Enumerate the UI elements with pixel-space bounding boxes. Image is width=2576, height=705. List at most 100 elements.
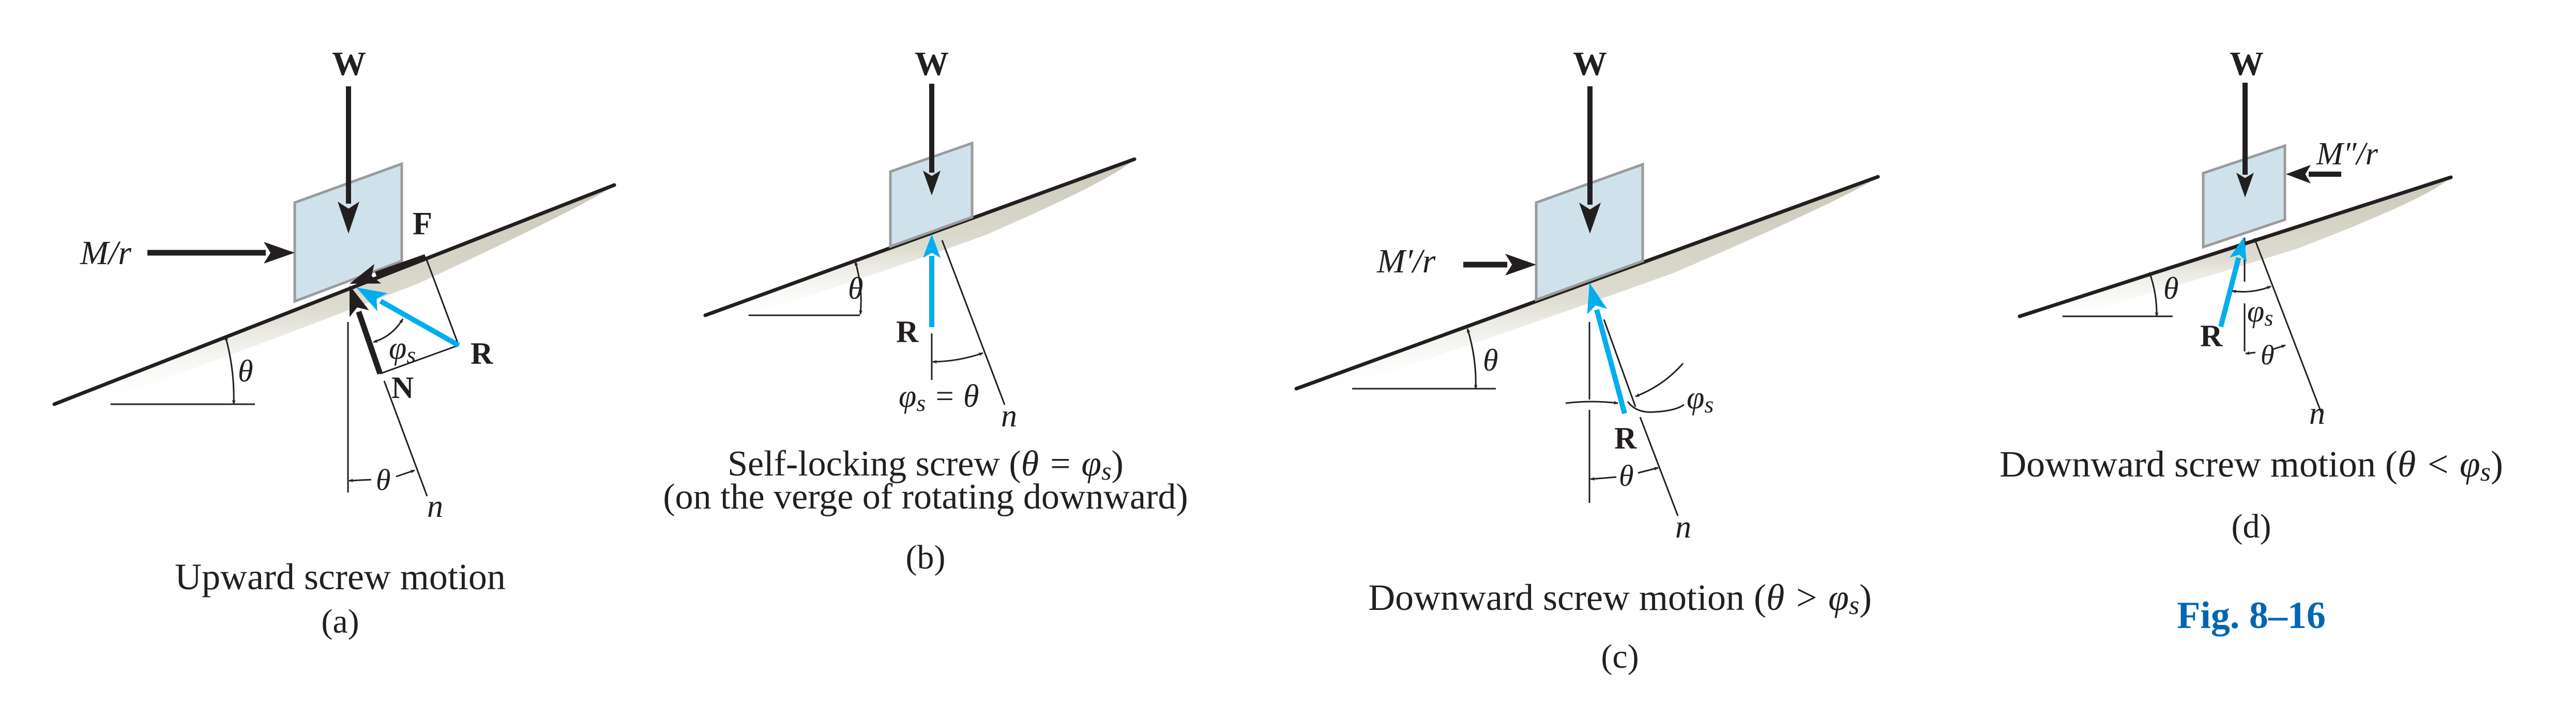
phi-leader-curve-c	[1627, 401, 1685, 413]
friction-arrow-a-shaft	[375, 254, 427, 278]
panel-d-downward-theta-less	[2018, 83, 2453, 414]
theta-incline-arc-b	[854, 261, 863, 315]
resultant-label-b: R	[896, 315, 919, 349]
block-b	[889, 141, 974, 249]
construction-line-r-n-a	[380, 344, 459, 375]
normal-label-a: N	[391, 371, 414, 405]
normal-axis-label-a: n	[427, 489, 443, 524]
theta-incline-label-c: θ	[1483, 343, 1498, 377]
block-d	[2202, 144, 2286, 249]
applied-force-arrow-a	[147, 242, 295, 264]
normal-arrow-a-shaft	[356, 311, 383, 375]
incline-c-surface-line	[1294, 175, 1880, 391]
weight-arrow-d	[2236, 83, 2254, 197]
resultant-arrow-d	[2218, 237, 2247, 328]
incline-c-shade	[1296, 177, 1878, 397]
incline-a-shade	[54, 185, 614, 412]
normal-axis-a	[383, 380, 428, 497]
normal-arrow-a-head	[350, 285, 369, 317]
tag-c: (c)	[1601, 638, 1639, 676]
applied-force-label-c: M′/r	[1376, 242, 1436, 280]
resultant-label-a: R	[471, 336, 493, 371]
resultant-arrow-a	[356, 287, 460, 348]
weight-arrow-a	[338, 86, 359, 234]
theta-incline-label-b: θ	[848, 271, 863, 305]
theta-incline-label-a: θ	[238, 354, 253, 388]
incline-a-surface-line	[52, 183, 616, 406]
caption-a: Upward screw motion	[175, 556, 506, 597]
weight-arrow-a-head	[338, 202, 359, 234]
applied-force-label-a: M/r	[80, 234, 131, 272]
resultant-label-d: R	[2200, 319, 2223, 353]
resultant-arrow-d-head	[2230, 237, 2247, 262]
resultant-arrow-a-shaft	[379, 299, 460, 348]
normal-axis-d	[2253, 238, 2323, 414]
weight-arrow-d-head	[2236, 173, 2254, 197]
weight-arrow-c	[1579, 86, 1601, 234]
caption-c: Downward screw motion (θ > φs)	[1368, 577, 1872, 620]
theta-normal-arrow-right-d	[2272, 344, 2286, 350]
applied-force-arrow-a-head	[264, 242, 295, 264]
panel-b-self-locking	[703, 84, 1137, 405]
phi-arc-d	[2232, 285, 2271, 294]
phi-arrow-to-resultant-c	[1565, 401, 1618, 405]
phi-equals-theta-label-b: φs = θ	[899, 379, 979, 416]
resultant-arrow-c-head	[1587, 283, 1608, 315]
caption-b-line1: Self-locking screw (θ = φs)	[728, 444, 1124, 485]
theta-normal-label-a: θ	[376, 463, 391, 497]
normal-arrow-a	[350, 285, 383, 375]
normal-axis-lower-c	[1639, 417, 1679, 516]
normal-axis-b	[941, 240, 1006, 405]
resultant-arrow-b-head	[923, 234, 941, 258]
construction-line-f-r-a	[425, 256, 460, 346]
phi-arrow-to-normal-c	[1635, 363, 1684, 397]
panel-c-downward-theta-greater	[1294, 86, 1880, 516]
applied-force-arrow-d	[2286, 165, 2341, 183]
applied-force-label-d: M″/r	[2316, 136, 2378, 172]
theta-normal-arrow-right-a	[396, 469, 415, 478]
applied-force-arrow-c-head	[1505, 254, 1536, 275]
applied-force-arrow-d-head	[2286, 165, 2311, 183]
caption-b-line2: (on the verge of rotating downward)	[663, 477, 1188, 517]
resultant-arrow-a-head	[356, 287, 388, 311]
caption-d: Downward screw motion (θ < φs)	[1999, 443, 2503, 487]
weight-label-b: W	[915, 45, 949, 83]
phi-equals-theta-arc-b	[932, 352, 983, 364]
weight-label-a: W	[332, 45, 366, 83]
theta-incline-label-d: θ	[2163, 271, 2178, 305]
theta-normal-arrow-left-c	[1590, 476, 1617, 481]
friction-label-a: F	[413, 206, 432, 241]
incline-d-surface-line	[2018, 175, 2453, 318]
theta-normal-label-d: θ	[2261, 340, 2275, 371]
theta-normal-arrow-left-d	[2245, 351, 2256, 355]
normal-axis-label-b: n	[1001, 399, 1017, 434]
tag-d: (d)	[2232, 508, 2271, 545]
resultant-label-c: R	[1614, 421, 1637, 455]
phi-arc-a	[373, 318, 404, 343]
tag-b: (b)	[906, 539, 946, 576]
theta-normal-arrow-right-c	[1638, 467, 1659, 474]
theta-incline-arc-d	[2148, 272, 2159, 317]
resultant-arrow-d-shaft	[2218, 257, 2241, 328]
figure-number-label: Fig. 8–16	[2177, 594, 2326, 637]
normal-axis-label-c: n	[1675, 510, 1691, 545]
weight-arrow-b	[923, 84, 941, 195]
applied-force-arrow-c	[1463, 254, 1536, 275]
theta-normal-arrow-left-a	[348, 479, 372, 483]
normal-axis-label-d: n	[2309, 396, 2325, 431]
normal-axis-upper-c	[1603, 319, 1636, 407]
phi-label-d: φs	[2247, 294, 2273, 331]
theta-incline-arc-a	[224, 336, 236, 405]
phi-label-c: φs	[1687, 380, 1714, 418]
panel-a-upward-motion	[52, 86, 616, 497]
friction-arrow-a	[350, 254, 427, 284]
resultant-arrow-c	[1587, 283, 1627, 415]
incline-b-shade	[705, 159, 1134, 324]
theta-normal-label-c: θ	[1619, 459, 1634, 493]
weight-label-c: W	[1573, 45, 1607, 83]
tag-a: (a)	[321, 603, 359, 640]
resultant-arrow-b	[923, 234, 941, 327]
resultant-arrow-c-shaft	[1594, 309, 1627, 415]
theta-incline-arc-c	[1466, 328, 1478, 389]
